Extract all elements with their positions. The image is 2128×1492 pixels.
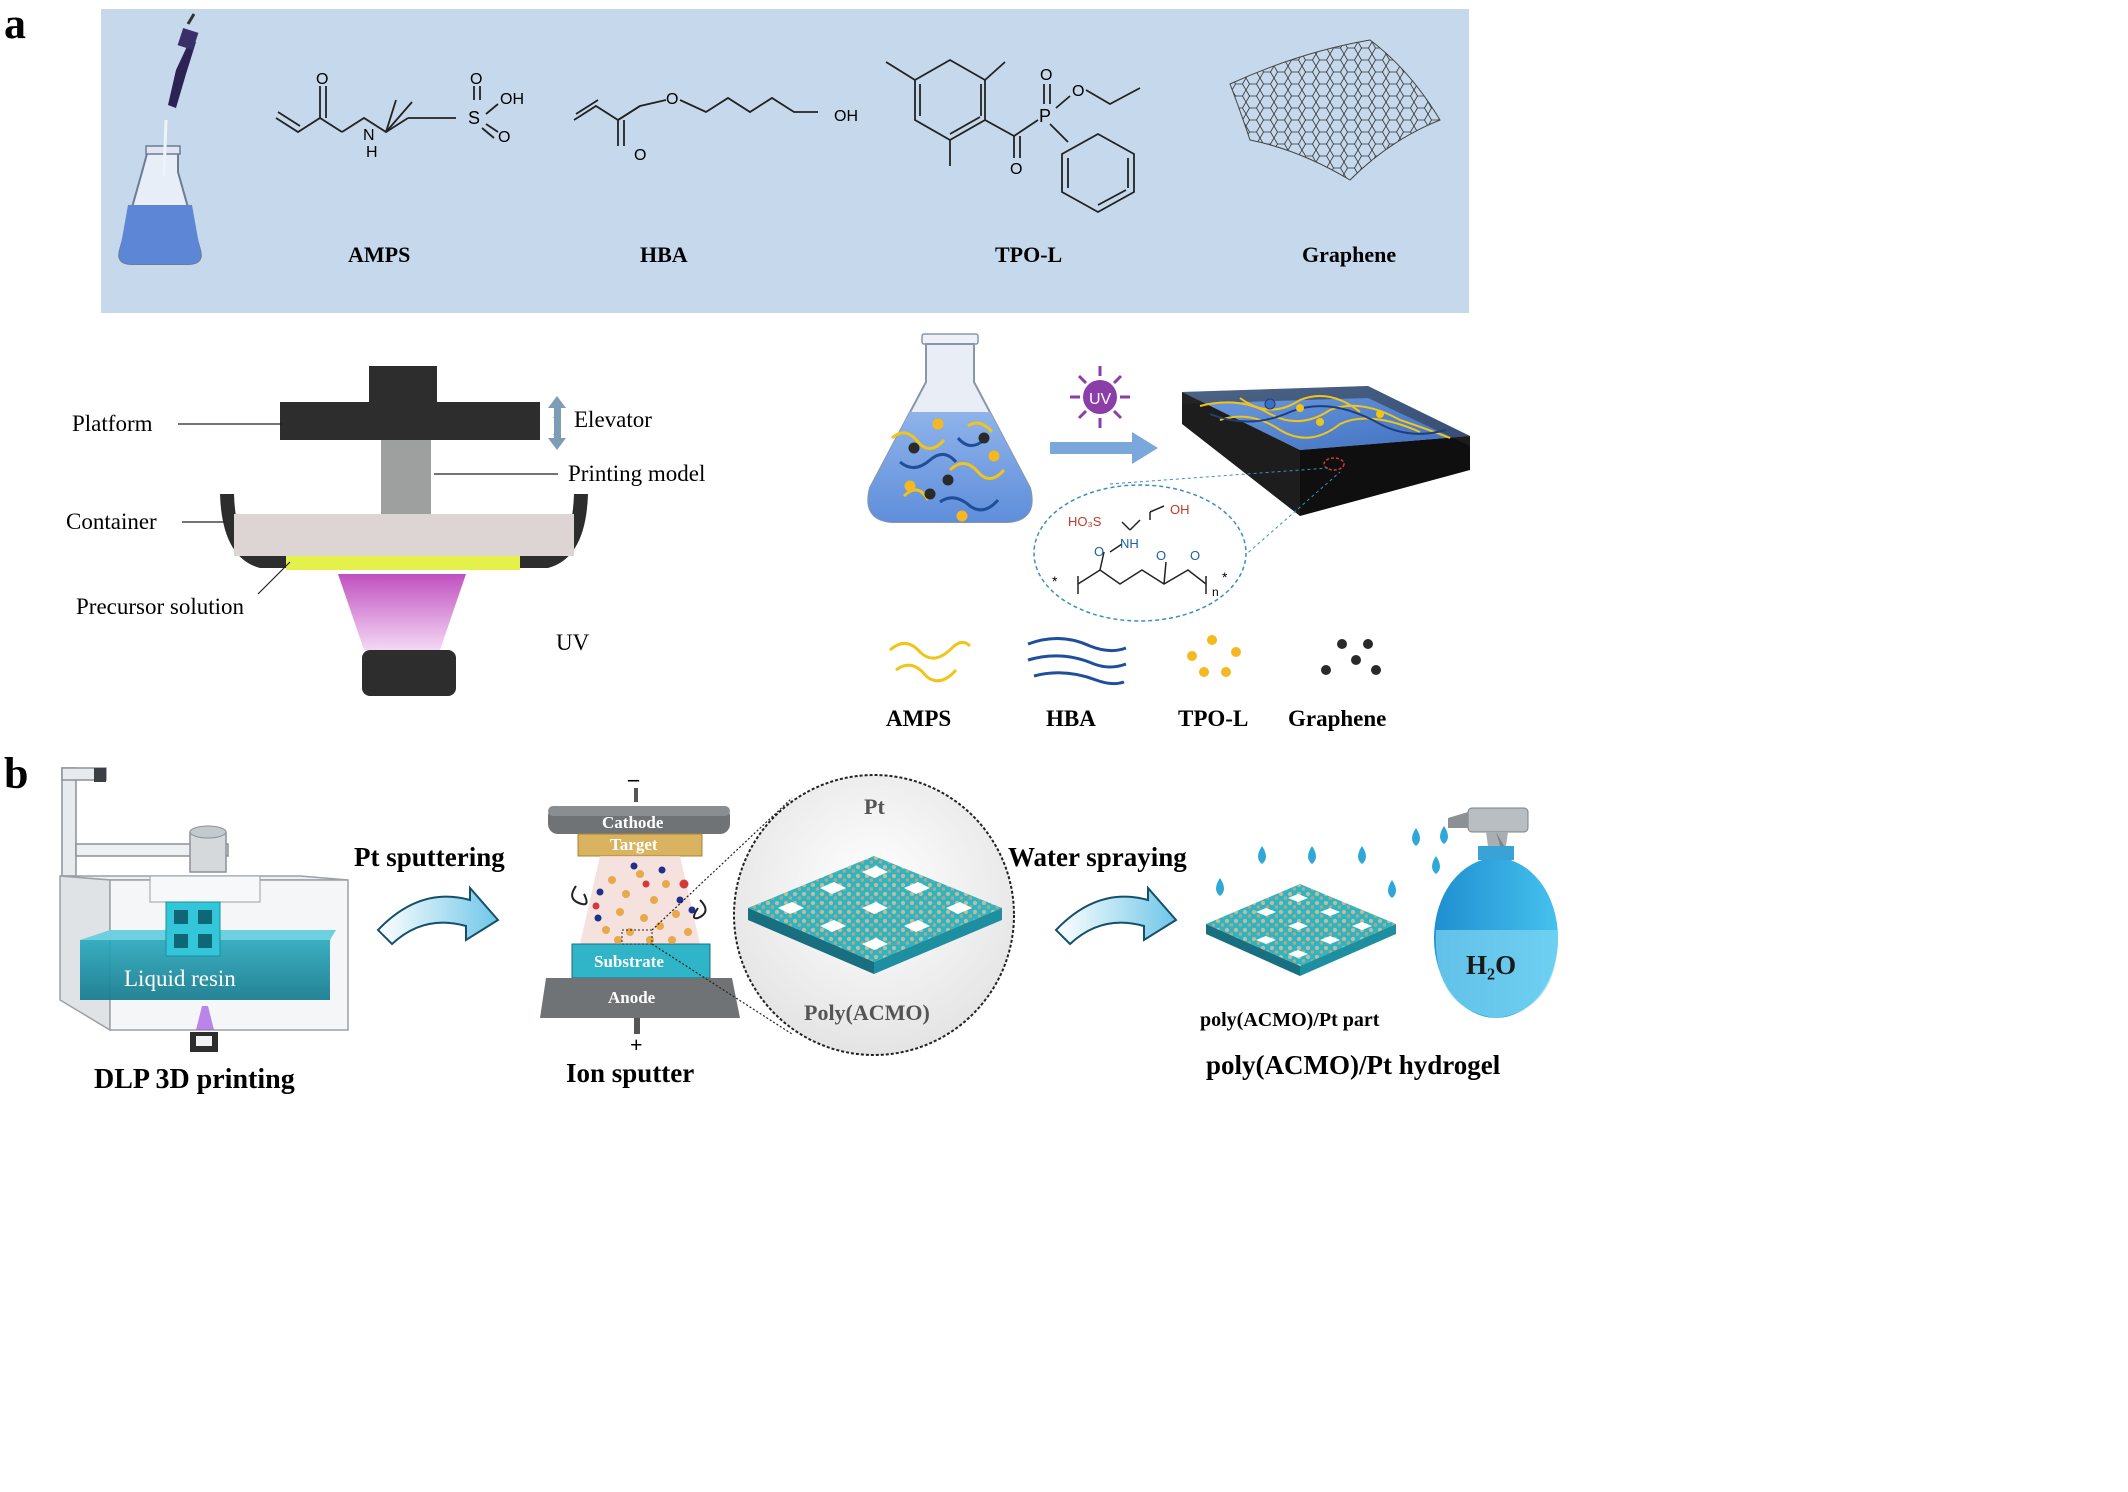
zoom-line-top	[651, 797, 793, 931]
dlp-caption: DLP 3D printing	[94, 1064, 295, 1095]
amps-h: H	[366, 144, 378, 161]
panel-b-letter: b	[4, 749, 28, 798]
amps-n: N	[363, 127, 375, 144]
zoom-pt-label: Pt	[864, 794, 885, 819]
step-water-spraying: Water spraying	[1008, 842, 1187, 872]
label-printing-model: Printing model	[568, 461, 705, 486]
dlp-printer-schematic	[220, 366, 588, 696]
step-arrow-sputtering-icon	[376, 885, 500, 946]
polymer-n-subscript: n	[1212, 585, 1219, 599]
final-pt-hydrogel-part	[1206, 884, 1396, 976]
hba-o-ester: O	[666, 91, 678, 108]
h2o-label: H₂O	[1466, 950, 1516, 980]
reagent-label-tpol: TPO-L	[995, 242, 1062, 267]
liquid-resin-label: Liquid resin	[124, 966, 236, 991]
legend-tpol-swatch	[1187, 635, 1241, 677]
uv-light-icon	[1070, 366, 1130, 428]
amps-oh: OH	[500, 91, 524, 108]
legend-label-tpol: TPO-L	[1178, 706, 1248, 731]
hydrogel-slab	[1182, 386, 1470, 516]
water-droplets-icon	[1216, 826, 1448, 898]
polymer-o-ester: O	[1156, 548, 1166, 563]
tpol-p: P	[1039, 106, 1051, 126]
sputter-cathode: Cathode	[602, 813, 664, 832]
reagent-label-amps: AMPS	[348, 242, 410, 267]
polymer-nh: NH	[1120, 536, 1139, 551]
legend-graphene-swatch	[1321, 639, 1381, 675]
sputter-minus: –	[627, 766, 640, 791]
step-pt-sputtering: Pt sputtering	[354, 842, 505, 872]
label-uv-source: UV	[556, 630, 590, 655]
reagent-banner	[101, 9, 1469, 313]
sputter-anode: Anode	[608, 988, 656, 1007]
ion-sputter-device	[540, 788, 740, 1034]
amps-structure	[275, 86, 499, 139]
final-hydrogel-caption: poly(ACMO)/Pt hydrogel	[1206, 1050, 1501, 1080]
label-precursor-solution: Precursor solution	[76, 594, 245, 619]
zoom-poly-label: Poly(ACMO)	[804, 1000, 930, 1025]
polymer-o-amide: O	[1094, 544, 1104, 559]
reagent-label-graphene: Graphene	[1302, 242, 1396, 267]
hba-structure	[573, 96, 818, 146]
amps-o-top: O	[470, 71, 482, 88]
polymer-star-left: *	[1052, 573, 1058, 589]
pt-coated-lattice	[748, 856, 1002, 974]
tpol-o-top: O	[1040, 67, 1052, 84]
figure-canvas: a O N H S O O OH AMPS	[4, 0, 1559, 1095]
dlp-3d-printer-illustration	[59, 767, 349, 1052]
legend-label-graphene: Graphene	[1288, 706, 1386, 731]
spray-bottle-icon	[1434, 807, 1559, 1018]
tpol-structure	[885, 58, 1141, 214]
hba-oh: OH	[834, 108, 858, 125]
amps-o-carbonyl: O	[316, 71, 328, 88]
amps-o-bottom: O	[498, 129, 510, 146]
label-container: Container	[66, 509, 157, 534]
polymer-star-right: *	[1222, 569, 1228, 585]
precursor-flask-icon	[867, 333, 1033, 523]
legend-label-amps: AMPS	[886, 706, 951, 731]
sputter-plus: +	[630, 1032, 643, 1057]
polymer-so3h: HO₃S	[1068, 514, 1102, 529]
legend-amps-swatch	[889, 641, 972, 683]
flask-with-pipette-icon	[118, 13, 202, 265]
polymer-o-carbonyl: O	[1190, 548, 1200, 563]
graphene-sheet-icon	[1229, 39, 1441, 181]
reagent-label-hba: HBA	[640, 242, 688, 267]
label-elevator: Elevator	[574, 407, 652, 432]
polymer-zoom-ellipse	[1033, 484, 1247, 622]
uv-badge-text: UV	[1089, 391, 1112, 408]
zoom-guide-left	[1109, 467, 1329, 485]
legend-hba-swatch	[1027, 636, 1127, 686]
label-platform: Platform	[72, 411, 153, 436]
amps-s: S	[468, 108, 480, 128]
polymer-oh: OH	[1170, 502, 1190, 517]
tpol-o-ether: O	[1072, 83, 1084, 100]
sputter-substrate: Substrate	[594, 952, 664, 971]
hba-o-carbonyl: O	[634, 147, 646, 164]
panel-a-letter: a	[4, 0, 26, 48]
leader-precursor	[257, 561, 291, 595]
sputter-target: Target	[610, 835, 658, 854]
reaction-arrow	[1050, 432, 1158, 464]
polymer-backbone	[1077, 505, 1207, 594]
step-arrow-spraying-icon	[1054, 885, 1178, 946]
tpol-o-carbonyl: O	[1010, 161, 1022, 178]
legend-label-hba: HBA	[1046, 706, 1096, 731]
ion-sputter-caption: Ion sputter	[566, 1058, 694, 1088]
final-part-label: poly(ACMO)/Pt part	[1200, 1009, 1380, 1031]
